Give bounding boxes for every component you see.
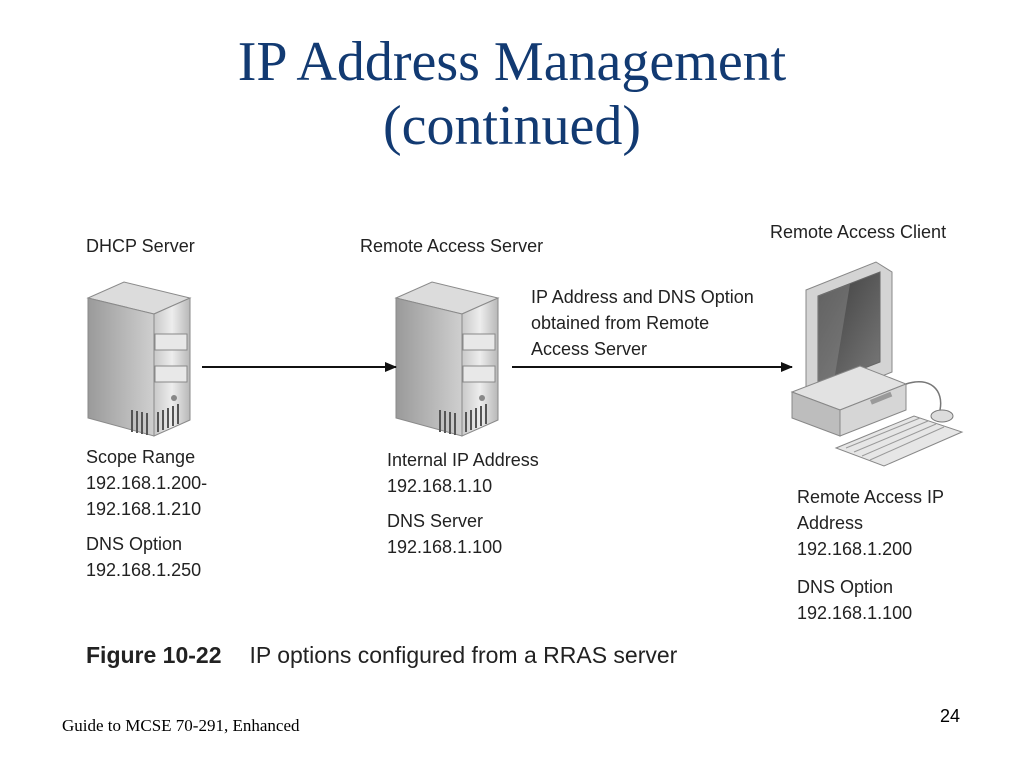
dhcp-server-icon (86, 281, 192, 437)
remote-access-client-details: Remote Access IP Address 192.168.1.200 (797, 484, 944, 562)
desktop-computer-icon (790, 261, 964, 467)
detail-line: DNS Option (86, 534, 183, 554)
title-line-2: (continued) (382, 95, 642, 157)
slide-title: IP Address Management (continued) (0, 30, 1024, 158)
figure-caption: Figure 10-22 IP options configured from a… (86, 642, 677, 669)
edge-label: IP Address and DNS Option obtained from … (531, 284, 754, 362)
detail-line: DNS Server (387, 511, 484, 531)
detail-line: DNS Option (797, 577, 894, 597)
figure-caption-text: IP options configured from a RRAS server (249, 642, 678, 668)
footer-text: Guide to MCSE 70-291, Enhanced (62, 716, 300, 735)
title-line-1: IP Address Management (237, 31, 787, 93)
remote-access-server-icon (394, 281, 500, 437)
edge-label-line: Access Server (531, 339, 648, 359)
remote-access-server-heading: Remote Access Server (360, 236, 544, 256)
detail-line: 192.168.1.200 (797, 539, 913, 559)
detail-line: 192.168.1.210 (86, 499, 202, 519)
detail-line: 192.168.1.250 (86, 560, 202, 580)
detail-line: Remote Access IP (797, 487, 945, 507)
remote-access-client-heading: Remote Access Client (770, 222, 947, 242)
detail-line: 192.168.1.100 (387, 537, 503, 557)
dhcp-server-dns: DNS Option 192.168.1.250 (86, 531, 201, 583)
remote-access-server-details: Internal IP Address 192.168.1.10 (387, 447, 539, 499)
remote-access-client-dns: DNS Option 192.168.1.100 (797, 574, 912, 626)
dhcp-server-heading: DHCP Server (86, 236, 195, 256)
detail-line: Address (797, 513, 864, 533)
detail-line: 192.168.1.200- (86, 473, 208, 493)
edge-label-line: IP Address and DNS Option (531, 287, 754, 307)
dhcp-server-details: Scope Range 192.168.1.200- 192.168.1.210 (86, 444, 207, 522)
detail-line: 192.168.1.100 (797, 603, 913, 623)
detail-line: Scope Range (86, 447, 196, 467)
page-number: 24 (940, 706, 961, 726)
figure-number: Figure 10-22 (86, 642, 222, 668)
detail-line: Internal IP Address (387, 450, 539, 470)
edge-label-line: obtained from Remote (531, 313, 710, 333)
detail-line: 192.168.1.10 (387, 476, 493, 496)
remote-access-server-dns: DNS Server 192.168.1.100 (387, 508, 502, 560)
